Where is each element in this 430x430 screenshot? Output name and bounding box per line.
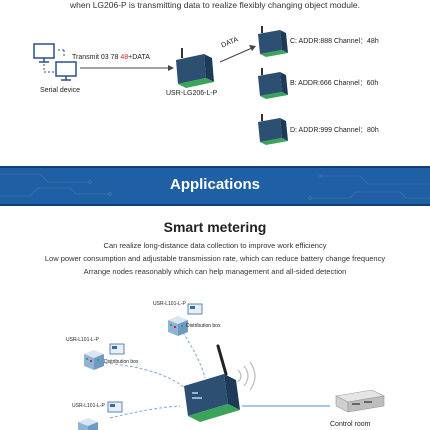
transmit-suffix: +DATA xyxy=(128,54,150,61)
top-diagram: when LG206-P is transmitting data to rea… xyxy=(0,0,430,165)
distribution-box-label: Distribution box xyxy=(186,323,221,329)
description-line: Low power consumption and adjustable tra… xyxy=(44,254,386,263)
distribution-box-icon xyxy=(84,350,104,370)
gateway-device-icon xyxy=(176,48,214,88)
node-label-d: D: ADDR:999 Channel：80h xyxy=(290,127,379,134)
node-label: USR-L101-L-P xyxy=(72,403,105,409)
gateway-device-icon xyxy=(184,344,240,422)
top-caption: when LG206-P is transmitting data to rea… xyxy=(70,0,360,10)
distribution-box-icon xyxy=(168,316,188,336)
bottom-diagram: USR-L101-L-P Distribution box USR-L101-L… xyxy=(0,288,430,430)
node-label-c: C: ADDR:888 Channel：48h xyxy=(290,38,379,45)
dashed-link xyxy=(43,49,65,73)
node-label-b: B: ADDR:666 Channel：60h xyxy=(290,80,379,87)
meter-card-icon xyxy=(109,343,125,355)
circuit-pattern xyxy=(0,166,430,206)
control-room-label: Control room xyxy=(330,421,371,428)
banner-title: Applications xyxy=(169,176,260,193)
node-device-icon xyxy=(258,114,288,145)
distribution-box-icon xyxy=(78,418,98,430)
top-diagram-graphics xyxy=(33,26,288,145)
node-label: USR-L101-L-P xyxy=(153,301,186,307)
node-label: USR-L101-L-P xyxy=(66,337,99,343)
gateway-label: USR-LG206-L-P xyxy=(166,90,218,97)
applications-banner: Applications xyxy=(0,166,430,206)
arrow-up-right-icon xyxy=(219,45,256,63)
computer-icon xyxy=(55,61,77,81)
serial-device-label: Serial device xyxy=(40,87,81,94)
meter-card-icon xyxy=(187,303,203,315)
transmit-prefix: Transmit 03 78 xyxy=(72,54,121,61)
server-icon xyxy=(335,389,385,413)
description-line: Can realize long-distance data collectio… xyxy=(103,241,327,250)
arrow-right-icon xyxy=(80,65,174,71)
node-device-icon xyxy=(258,26,288,57)
computer-icon xyxy=(33,43,55,63)
transmit-label: Transmit 03 78 48+DATA xyxy=(72,53,150,62)
node-device-icon xyxy=(258,68,288,99)
section-title: Smart metering xyxy=(163,219,267,235)
transmit-highlight: 48 xyxy=(120,54,129,61)
signal-waves-icon xyxy=(237,361,256,391)
bottom-diagram-graphics xyxy=(78,303,385,430)
meter-card-icon xyxy=(107,401,123,413)
description-line: Arrange nodes reasonably which can help … xyxy=(83,267,347,276)
distribution-box-label: Distribution box xyxy=(104,359,139,365)
